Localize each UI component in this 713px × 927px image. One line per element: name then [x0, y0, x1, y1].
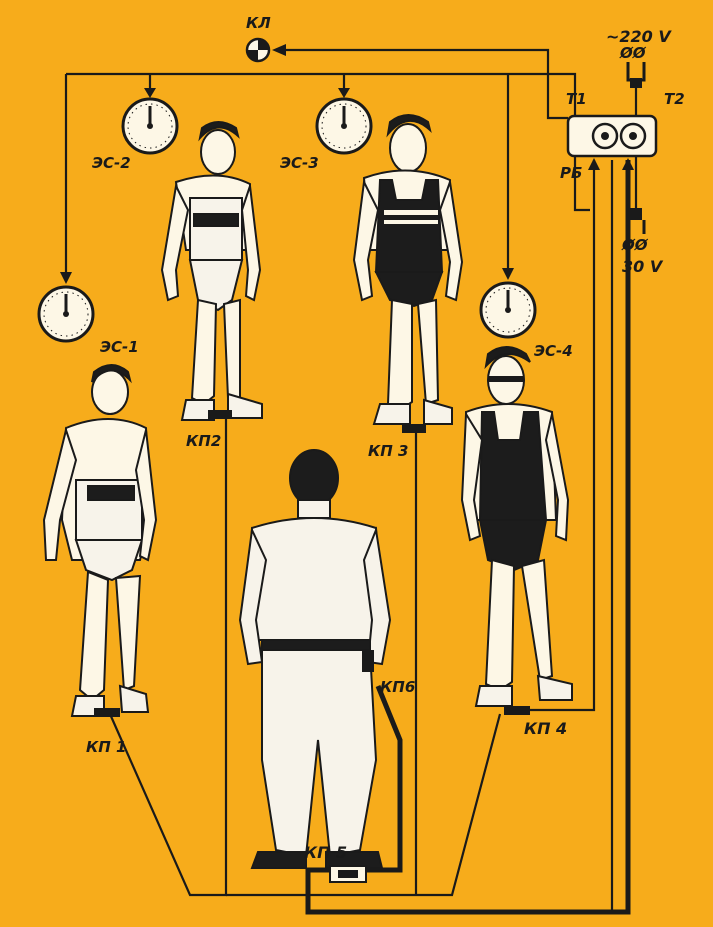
label-kp1: КП 1 [86, 738, 126, 756]
label-lamp: КЛ [246, 14, 271, 32]
stopwatch-es1 [39, 287, 93, 341]
svg-text:ØØ: ØØ [621, 236, 649, 254]
stopwatch-es3 [317, 99, 371, 153]
label-es1: ЭС-1 [100, 338, 139, 356]
label-t1: Т1 [566, 90, 587, 108]
relay-box [568, 116, 656, 156]
label-t2: Т2 [664, 90, 685, 108]
label-es4: ЭС-4 [534, 342, 573, 360]
label-es2: ЭС-2 [92, 154, 131, 172]
stopwatch-es4 [481, 283, 535, 337]
svg-text:ØØ: ØØ [619, 44, 647, 62]
stopwatch-es2 [123, 99, 177, 153]
label-rb: РБ [560, 164, 582, 182]
label-kp3: КП 3 [368, 442, 408, 460]
label-kp6: КП6 [380, 678, 415, 696]
label-220v: ~220 V [606, 27, 672, 46]
label-30v: 30 V [622, 257, 664, 276]
signal-lamp-icon [247, 39, 269, 61]
label-kp2: КП2 [186, 432, 221, 450]
label-kp4: КП 4 [524, 719, 567, 738]
label-kp5: КП 5 [304, 843, 347, 862]
contact-plate-kp5 [330, 866, 366, 882]
label-es3: ЭС-3 [280, 154, 319, 172]
